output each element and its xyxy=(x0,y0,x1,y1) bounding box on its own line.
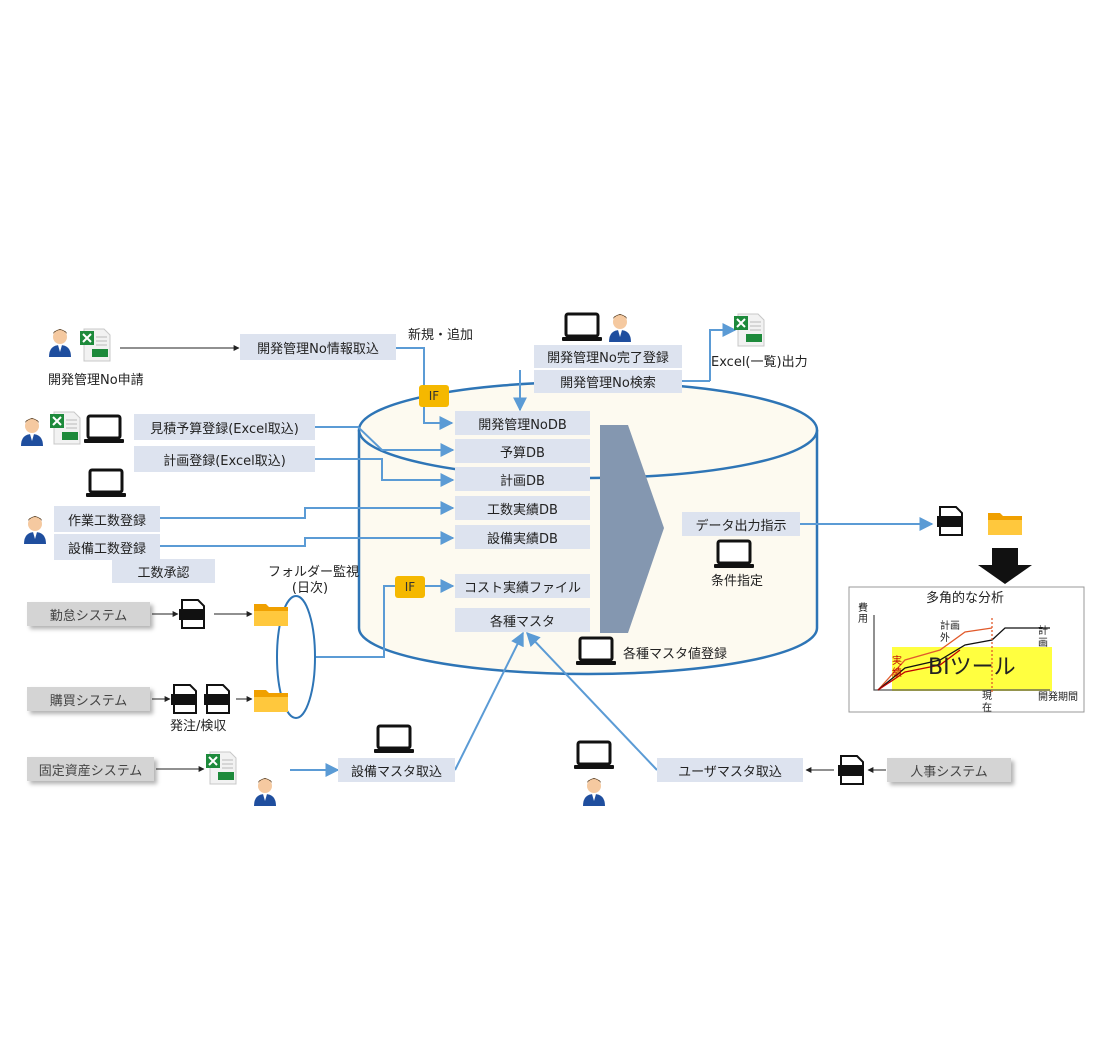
mitsumori-box[interactable]: 見積予算登録(Excel取込) xyxy=(134,414,315,440)
db-kaihatsu: 開発管理NoDB xyxy=(455,411,590,435)
setsubi-kousu-box[interactable]: 設備工数登録 xyxy=(54,534,160,560)
bi-title: 多角的な分析 xyxy=(926,591,1005,606)
kaihatsu-jouhou-box[interactable]: 開発管理No情報取込 xyxy=(240,334,396,360)
db-master: 各種マスタ xyxy=(455,608,590,632)
folder-monitor-sub: (日次) xyxy=(291,580,329,596)
xls-icon xyxy=(49,411,81,445)
shinki-tsuika-label: 新規・追加 xyxy=(408,328,474,343)
laptop-icon xyxy=(712,539,756,570)
csv-icon xyxy=(837,755,864,785)
db-cost: コスト実績ファイル xyxy=(455,574,590,598)
bi-xaxis-label: 開発期間 xyxy=(1038,692,1078,703)
data-out-box[interactable]: データ出力指示 xyxy=(682,512,800,536)
kintai-system: 勤怠システム xyxy=(27,602,150,626)
down-arrow-icon xyxy=(978,548,1032,584)
folder-monitor-label: フォルダー監視 (日次) xyxy=(268,565,360,596)
if-badge: IF xyxy=(419,385,449,407)
laptop-icon xyxy=(560,312,604,343)
person-icon xyxy=(24,516,46,544)
master-value-label: 各種マスタ値登録 xyxy=(623,647,728,662)
kousu-shounin-box[interactable]: 工数承認 xyxy=(112,559,215,583)
jinji-system: 人事システム xyxy=(887,758,1011,782)
db-keikaku: 計画DB xyxy=(455,467,590,491)
folder-monitor-ellipse xyxy=(276,595,316,719)
setsubi-master-box[interactable]: 設備マスタ取込 xyxy=(338,758,455,782)
if-badge: IF xyxy=(395,576,425,598)
xls-icon xyxy=(205,751,237,785)
laptop-icon xyxy=(372,724,416,755)
bi-tool-label: BIツール xyxy=(928,655,1016,680)
db-setsubi: 設備実績DB xyxy=(455,525,590,549)
jouken-label: 条件指定 xyxy=(711,574,764,589)
keikaku-box[interactable]: 計画登録(Excel取込) xyxy=(134,446,315,472)
kanryou-box[interactable]: 開発管理No完了登録 xyxy=(534,345,682,368)
laptop-icon xyxy=(84,468,128,499)
person-icon xyxy=(254,778,276,806)
bi-now-label: 現在 xyxy=(982,691,992,714)
koubai-system: 購買システム xyxy=(27,687,150,711)
sagyou-box[interactable]: 作業工数登録 xyxy=(54,506,160,532)
xls-icon xyxy=(733,313,765,347)
csv-icon xyxy=(178,599,205,629)
person-icon xyxy=(21,418,43,446)
hacchu-label: 発注/検収 xyxy=(170,719,227,734)
excel-out-label: Excel(一覧)出力 xyxy=(711,355,808,370)
db-yosan: 予算DB xyxy=(455,439,590,463)
folder-icon xyxy=(254,690,288,712)
csv-icon xyxy=(203,684,230,714)
person-icon xyxy=(49,329,71,357)
csv-icon xyxy=(170,684,197,714)
big-output-arrow xyxy=(600,425,664,633)
person-icon xyxy=(609,314,631,342)
bi-yaxis-label: 費用 xyxy=(858,603,868,625)
xls-icon xyxy=(79,328,111,362)
black-connections xyxy=(120,345,886,773)
laptop-icon xyxy=(82,414,126,445)
bi-keikaku-label: 計画 xyxy=(1038,626,1048,649)
kotei-system: 固定資産システム xyxy=(27,757,154,781)
db-kousu: 工数実績DB xyxy=(455,496,590,520)
folder-icon xyxy=(988,513,1022,535)
csv-icon xyxy=(936,506,963,536)
laptop-icon xyxy=(572,740,616,771)
user-master-box[interactable]: ユーザマスタ取込 xyxy=(657,758,803,782)
bi-keikakugai-label: 計画外 xyxy=(940,621,960,644)
laptop-icon xyxy=(574,636,618,667)
folder-monitor-title: フォルダー監視 xyxy=(268,565,360,580)
folder-icon xyxy=(254,604,288,626)
bi-mini-chart xyxy=(873,615,1050,692)
kensaku-box[interactable]: 開発管理No検索 xyxy=(534,370,682,393)
bi-jisseki-label: 実績 xyxy=(892,656,902,679)
kaihatsu-shinsei-label: 開発管理No申請 xyxy=(48,373,144,388)
person-icon xyxy=(583,778,605,806)
